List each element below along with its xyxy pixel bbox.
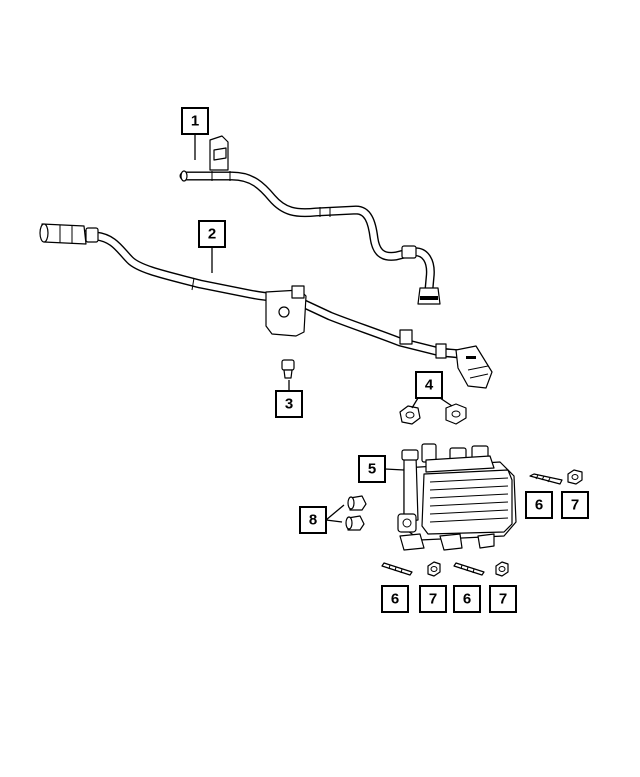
callout-6-bottom-left: 6	[381, 585, 409, 613]
callout-7-bottom-left: 7	[419, 585, 447, 613]
callout-7-right: 7	[561, 491, 589, 519]
svg-text:6: 6	[391, 591, 399, 608]
callout-8: 8	[299, 506, 327, 534]
svg-text:3: 3	[285, 396, 293, 413]
callout-7-bottom-right: 7	[489, 585, 517, 613]
callout-1: 1	[181, 107, 209, 135]
part-6-stud-c[interactable]	[453, 562, 485, 576]
callout-2: 2	[198, 220, 226, 248]
part-7-nut-a[interactable]	[567, 469, 583, 485]
callout-4: 4	[415, 371, 443, 399]
svg-text:1: 1	[191, 113, 199, 130]
callout-3: 3	[275, 390, 303, 418]
svg-text:7: 7	[429, 591, 437, 608]
part-7-nut-b[interactable]	[427, 561, 441, 577]
svg-text:6: 6	[535, 497, 543, 514]
part-3-fitting[interactable]	[281, 359, 295, 379]
svg-text:2: 2	[208, 226, 216, 243]
leader-lines	[194, 133, 453, 523]
svg-text:8: 8	[309, 512, 317, 529]
part-6-stud-b[interactable]	[381, 562, 413, 576]
part-6-stud-a[interactable]	[529, 473, 563, 485]
callout-6-right: 6	[525, 491, 553, 519]
callout-6-bottom-right: 6	[453, 585, 481, 613]
part-7-nut-c[interactable]	[495, 561, 509, 577]
svg-text:6: 6	[463, 591, 471, 608]
part-1-upper-tube[interactable]	[179, 135, 441, 305]
svg-text:5: 5	[368, 461, 376, 478]
svg-text:7: 7	[499, 591, 507, 608]
part-2-lower-tube[interactable]	[39, 223, 493, 389]
part-8-plugs[interactable]	[345, 495, 367, 531]
callout-5: 5	[358, 455, 386, 483]
part-4-nuts[interactable]	[399, 403, 467, 425]
svg-text:4: 4	[425, 377, 434, 394]
svg-text:7: 7	[571, 497, 579, 514]
part-5-cooler-assembly[interactable]	[397, 443, 517, 551]
